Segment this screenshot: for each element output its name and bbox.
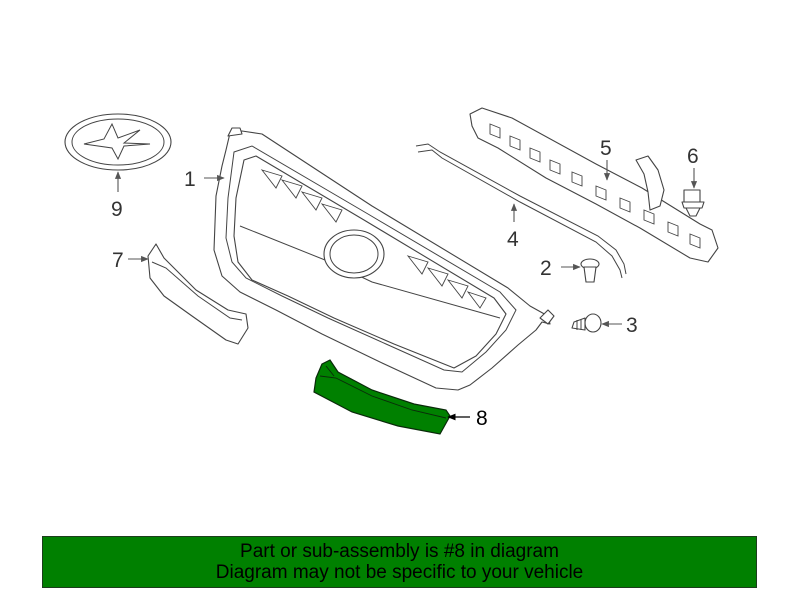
banner-line-disclaimer: Diagram may not be specific to your vehi… <box>215 562 584 583</box>
banner-line-part: Part or sub-assembly is #8 in diagram <box>240 541 559 562</box>
callout-9: 9 <box>111 198 123 221</box>
clip-part[interactable] <box>681 189 705 217</box>
parts-diagram: 9 1 7 8 4 <box>64 107 719 435</box>
callout-1: 1 <box>184 168 196 191</box>
emblem-part[interactable] <box>64 113 172 171</box>
callout-6: 6 <box>687 145 699 168</box>
seal-strip-part[interactable] <box>415 143 627 279</box>
side-molding-part[interactable] <box>147 243 249 345</box>
callout-8: 8 <box>476 407 488 430</box>
callout-7: 7 <box>112 249 124 272</box>
push-clip-part[interactable] <box>580 258 600 283</box>
emblem-star-icon <box>83 122 151 161</box>
grille-assembly-part[interactable] <box>213 127 555 391</box>
callout-4: 4 <box>507 228 519 251</box>
callout-3: 3 <box>626 314 638 337</box>
callout-2: 2 <box>540 257 552 280</box>
screw-part[interactable] <box>571 313 602 333</box>
callout-5: 5 <box>600 137 612 160</box>
part-notice-banner: Part or sub-assembly is #8 in diagram Di… <box>42 536 757 588</box>
upper-bracket-part[interactable] <box>469 107 719 263</box>
